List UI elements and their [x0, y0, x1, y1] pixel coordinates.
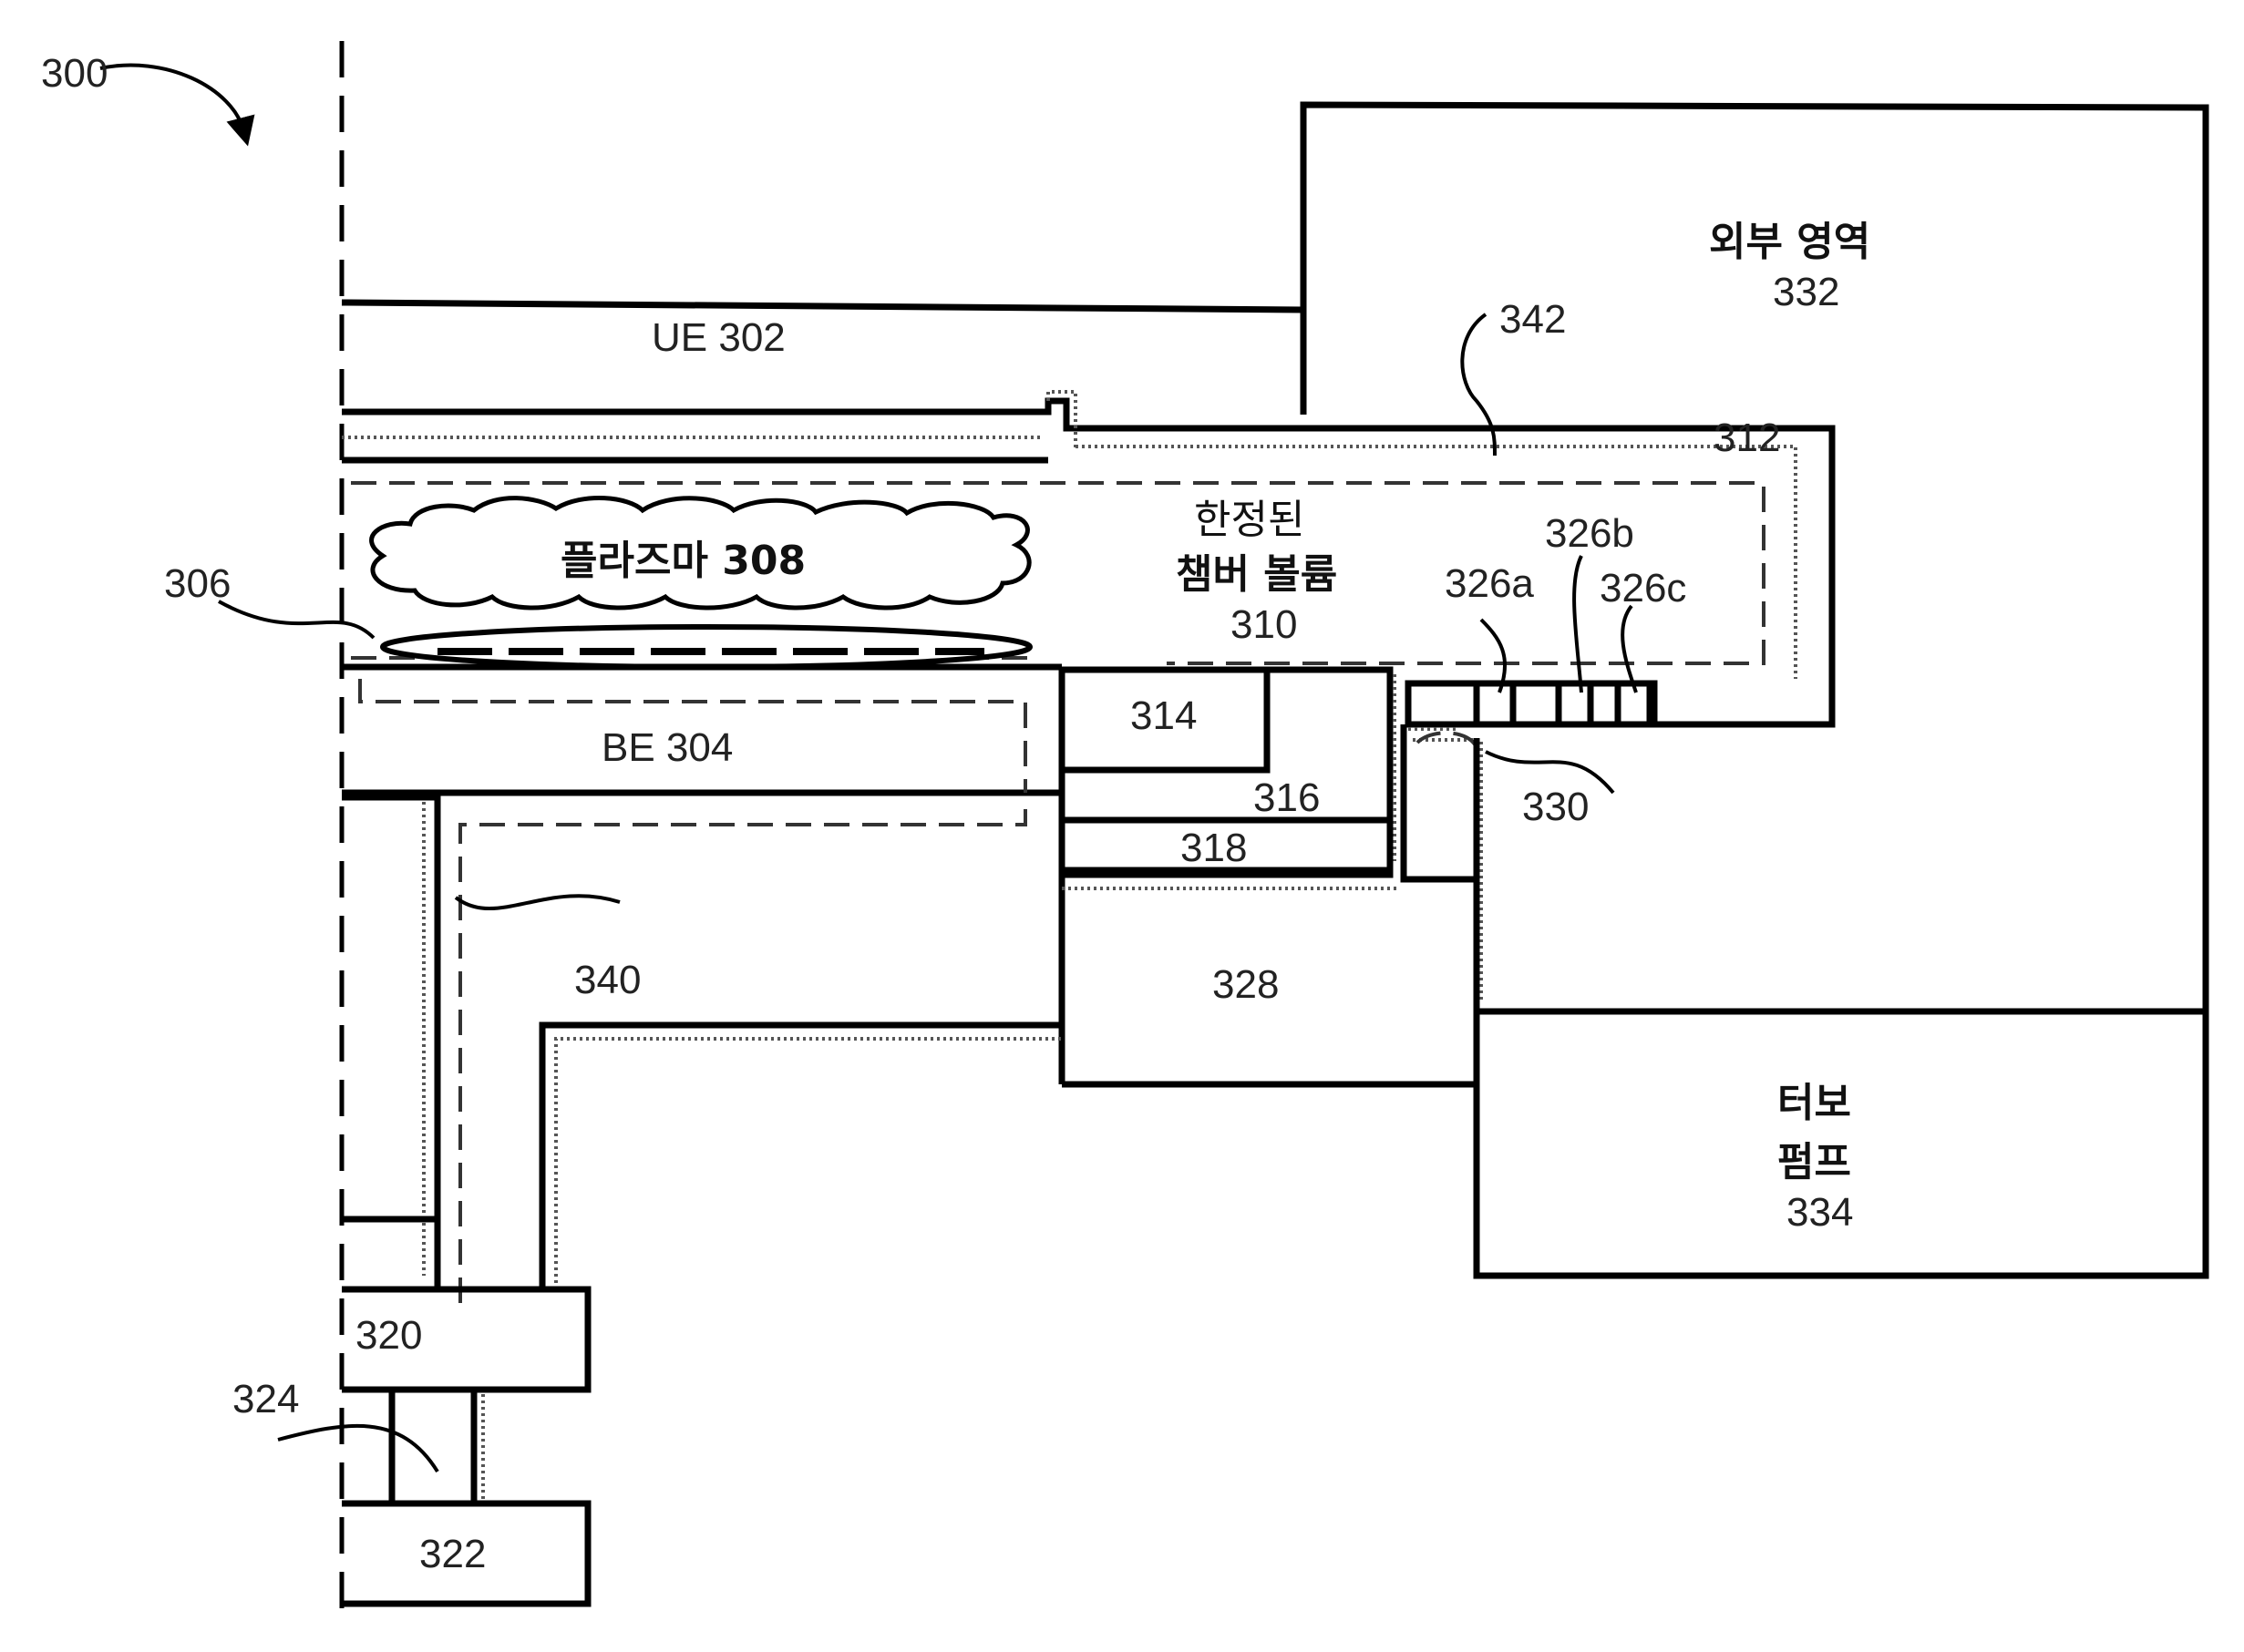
outer-region-label: 외부 영역 [1709, 219, 1870, 265]
upper-electrode-label: UE 302 [652, 315, 786, 360]
ref-322-label: 322 [419, 1532, 486, 1576]
foreline [342, 797, 1062, 1303]
ref-314-label: 314 [1130, 693, 1197, 738]
leader-326c [1622, 606, 1636, 693]
ref-316-label: 316 [1253, 775, 1320, 820]
ref-330-label: 330 [1522, 785, 1589, 829]
plasma-label: 플라즈마 308 [561, 538, 806, 584]
ref-306-label: 306 [164, 561, 231, 606]
leader-lines [219, 314, 1636, 1472]
ref-326b-label: 326b [1545, 511, 1634, 556]
ref-326c-label: 326c [1600, 566, 1686, 611]
wafer [383, 627, 1030, 667]
turbo-pump-ref: 334 [1786, 1190, 1853, 1235]
leader-306 [219, 601, 374, 638]
leader-326b [1574, 556, 1581, 693]
volume-label-line2: 챔버 볼륨 [1176, 551, 1337, 598]
outer-region-ref: 332 [1773, 270, 1839, 314]
volume-ref-label: 310 [1230, 602, 1297, 647]
leader-340 [456, 896, 620, 908]
bottom-electrode-label: BE 304 [602, 725, 733, 770]
figure-ref-arrow [100, 65, 244, 132]
ref-328-label: 328 [1212, 962, 1279, 1007]
ref-312-label: 312 [1714, 416, 1780, 460]
volume-label-line1: 한정된 [1194, 497, 1304, 543]
ref-320-label: 320 [355, 1313, 422, 1358]
figure-ref-label: 300 [41, 51, 108, 96]
turbo-pump-label-line2: 펌프 [1777, 1139, 1851, 1185]
outer-region-box [1303, 105, 2206, 1276]
ref-326a-label: 326a [1445, 561, 1534, 606]
ref-342-label: 342 [1499, 297, 1566, 342]
ref-340-label: 340 [574, 958, 641, 1002]
leader-324 [278, 1426, 437, 1472]
leader-342 [1462, 314, 1495, 456]
ref-324-label: 324 [232, 1377, 299, 1421]
ref-318-label: 318 [1180, 826, 1247, 870]
turbo-pump-label-line1: 터보 [1777, 1080, 1851, 1126]
vent-fins [1395, 674, 1654, 1002]
